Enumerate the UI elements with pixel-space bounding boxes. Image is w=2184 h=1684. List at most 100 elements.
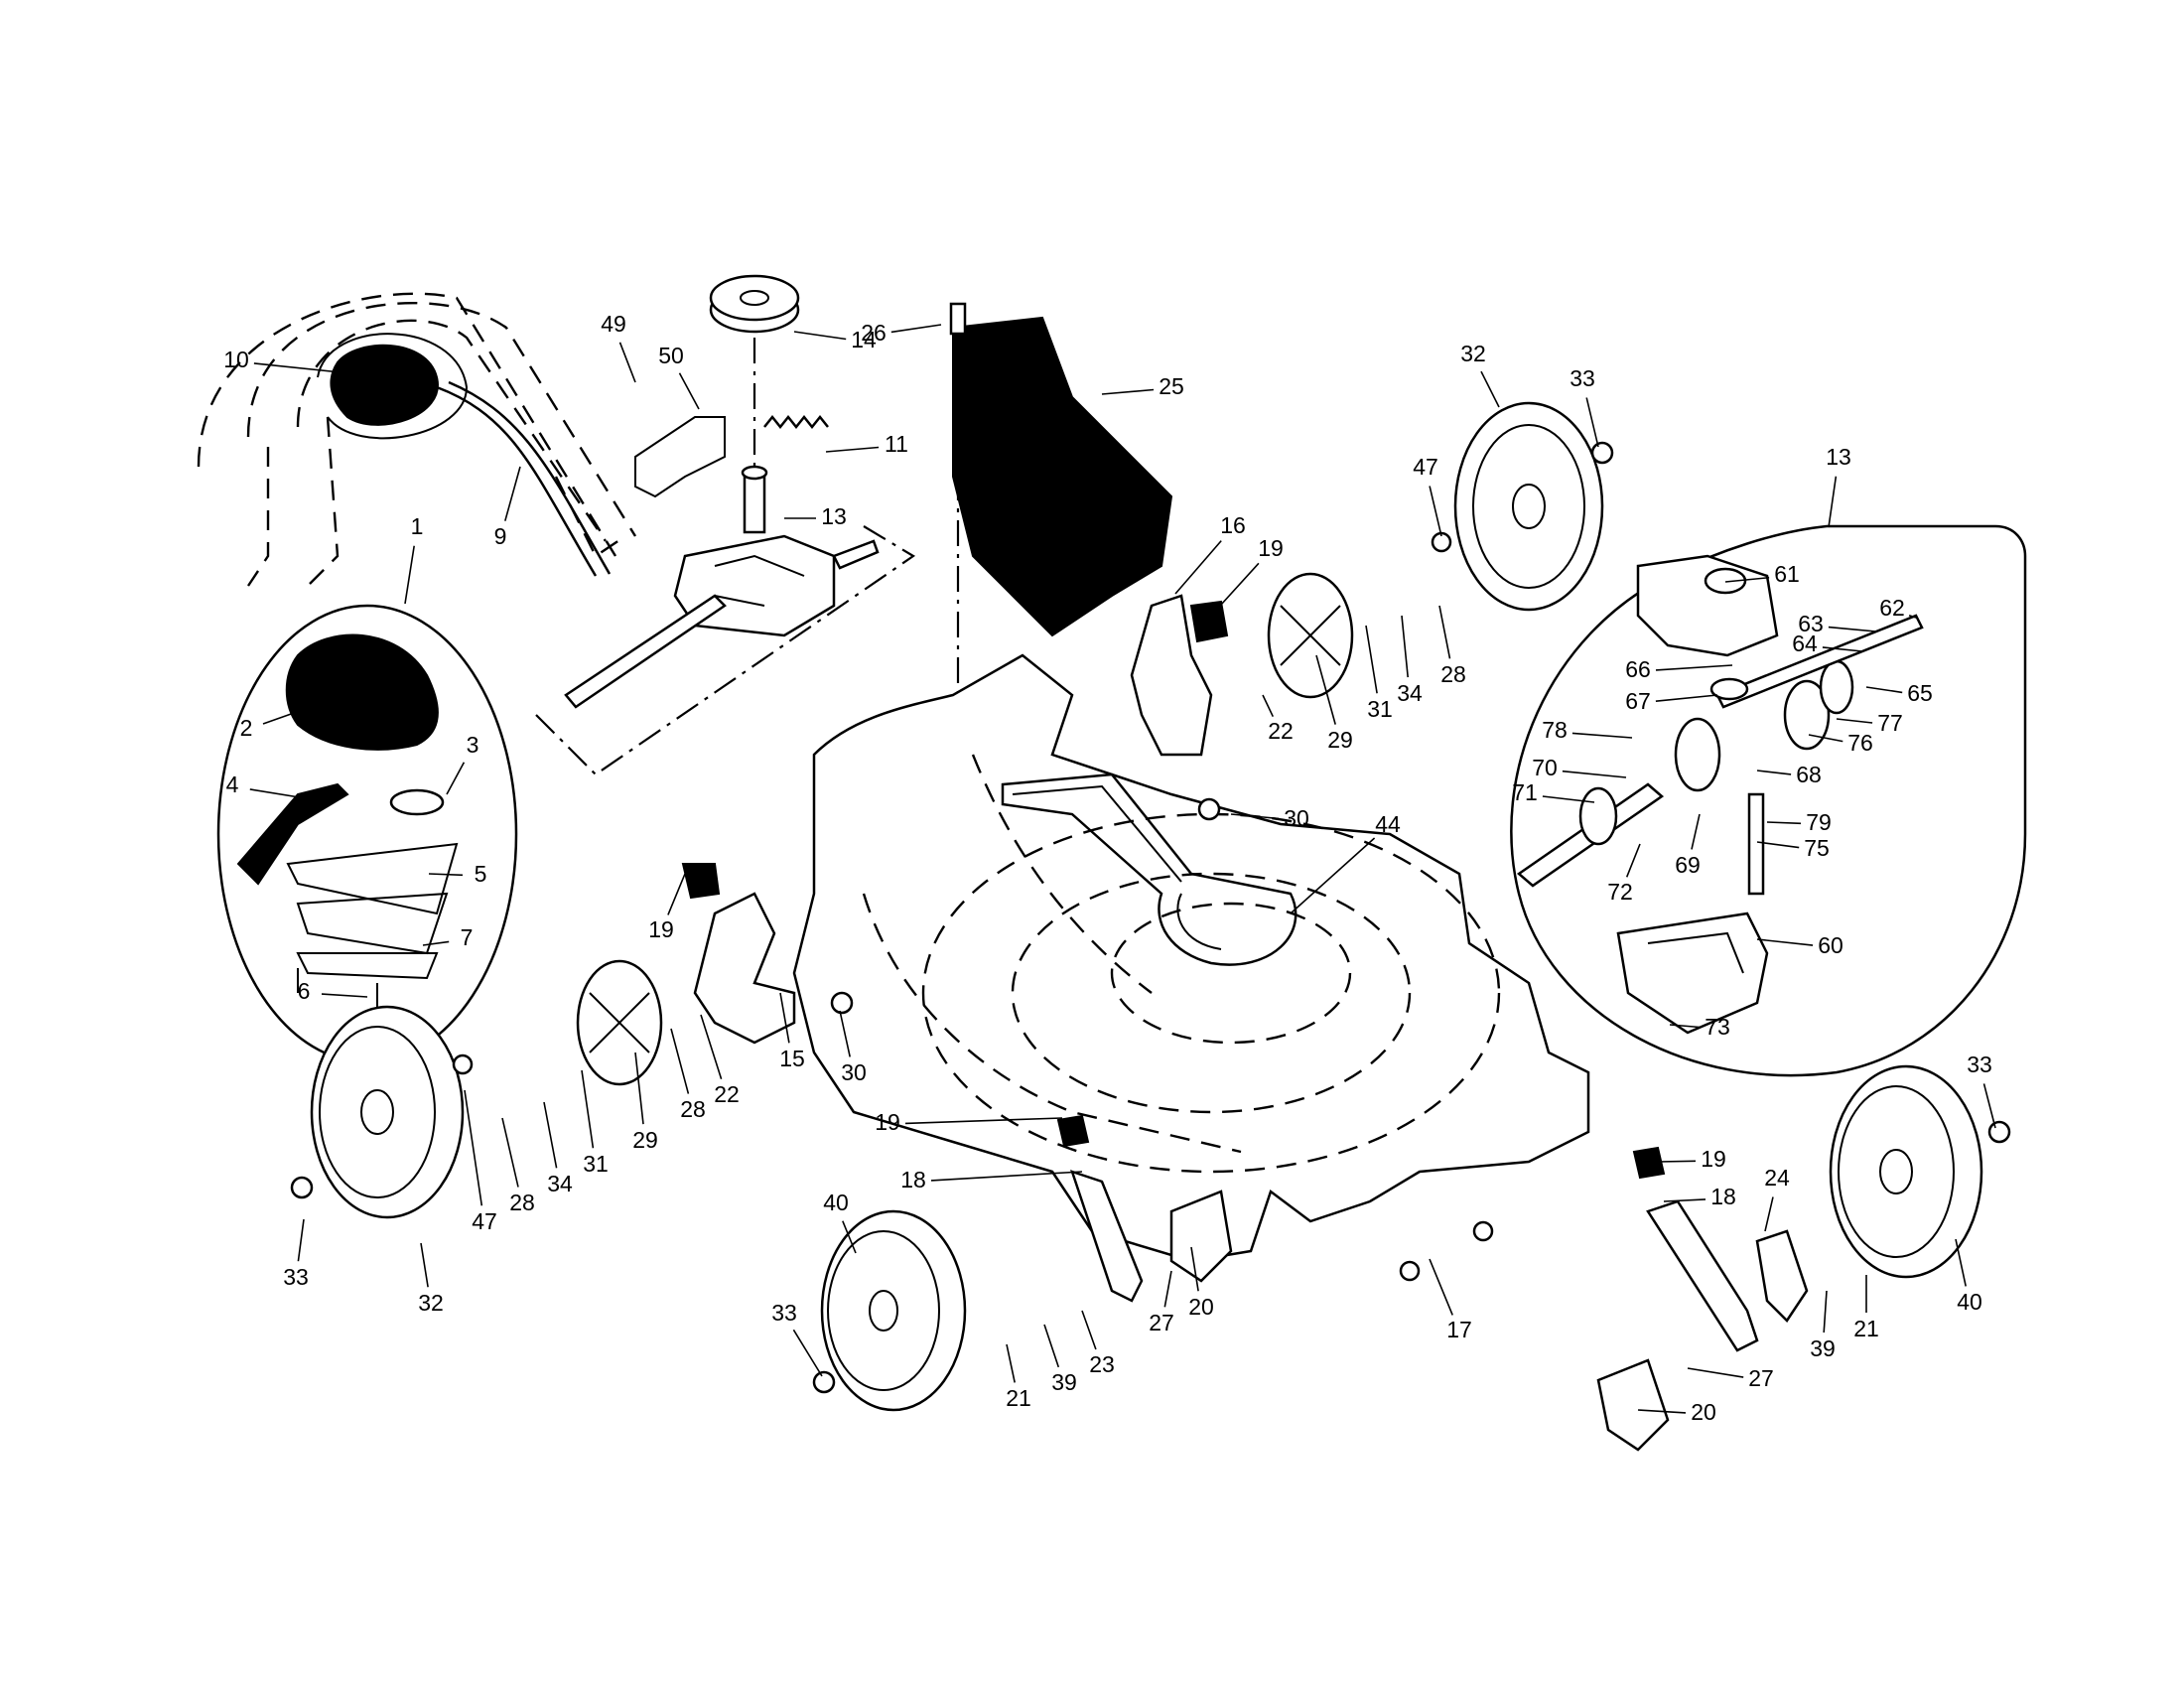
spring [763,414,829,430]
leader-line-c18a [930,1171,1083,1182]
rear-hub-cap-right [1267,572,1354,699]
callout-number-c63: 63 [1798,611,1824,636]
callout-number-c62: 62 [1879,595,1905,621]
leader-line-c14 [793,331,847,341]
leader-line-c20b [1637,1409,1687,1414]
callout-number-c77: 77 [1877,710,1903,736]
leader-line-c33c [297,1218,305,1262]
callout-number-c34b: 34 [547,1171,573,1196]
leader-line-c79 [1766,821,1802,825]
callout-number-c69: 69 [1675,852,1701,878]
callout-number-c22b: 22 [714,1081,740,1107]
callout-number-c31b: 31 [583,1151,609,1177]
leader-line-c31a [1365,625,1378,694]
callout-number-c19d: 19 [1701,1146,1726,1172]
callout-number-c33a: 33 [1570,365,1595,391]
leader-line-c6 [321,993,368,998]
callout-number-c32a: 32 [1460,341,1486,366]
leader-line-c25 [1101,388,1155,395]
leader-line-c73 [1669,1024,1701,1029]
callout-number-c29a: 29 [1327,727,1353,753]
leader-line-c65 [1865,686,1903,694]
leader-line-c22b [700,1014,723,1080]
leader-line-c17 [1429,1258,1453,1316]
callout-number-c29b: 29 [632,1127,658,1153]
callout-number-c21a: 21 [1853,1316,1879,1341]
leader-line-c10 [253,362,370,376]
callout-number-c1: 1 [411,513,424,539]
callout-number-c19a: 19 [1258,535,1284,561]
leader-line-c49 [618,342,636,383]
callout-number-c73: 73 [1705,1014,1730,1040]
leader-line-c29a [1315,654,1336,725]
callout-number-c25: 25 [1159,373,1184,399]
callout-number-c31a: 31 [1367,696,1393,722]
callout-number-c67: 67 [1625,688,1651,714]
callout-number-c21b: 21 [1006,1385,1031,1411]
leader-line-c68 [1756,770,1792,775]
callout-number-c33b: 33 [1967,1052,1992,1077]
callout-number-c40b: 40 [1957,1289,1982,1315]
leader-line-c39b [1823,1290,1828,1333]
callout-number-c3: 3 [467,732,479,758]
leader-line-c4 [249,788,319,801]
callout-number-c75: 75 [1804,835,1830,861]
leader-line-c27a [1163,1270,1172,1308]
handle-cable [436,380,612,577]
rear-chute [949,302,1173,637]
leader-line-c40b [1955,1238,1967,1287]
hardware-nuts [290,441,2011,1394]
callout-number-c18b: 18 [1710,1184,1736,1209]
leader-line-c72 [1625,843,1641,878]
leader-line-c7 [422,940,450,946]
callout-number-c20a: 20 [1188,1294,1214,1320]
leader-line-c70 [1562,770,1627,778]
leader-line-c19d [1657,1160,1697,1163]
leader-line-c32a [1480,370,1500,408]
bracket [634,416,726,498]
drive-control-bail [317,333,469,440]
leader-line-c75 [1756,841,1800,849]
leader-line-c76 [1808,734,1843,743]
callout-leader-lines [249,324,1996,1414]
callout-number-c70: 70 [1532,755,1558,780]
wheel-front-left [820,1209,967,1412]
leader-line-c26 [890,324,942,334]
transmission [535,465,916,776]
leader-line-c50 [678,372,700,410]
leader-line-c60 [1756,938,1814,946]
callout-number-c6: 6 [298,978,311,1004]
callout-number-c68: 68 [1796,762,1822,787]
wheel-front-right [1829,1064,1983,1279]
leader-line-c13b [1828,476,1838,528]
callout-number-c78: 78 [1542,717,1568,743]
callout-number-c27b: 27 [1748,1365,1774,1391]
callout-number-c76: 76 [1847,730,1873,756]
leader-line-c63 [1828,626,1877,632]
leader-line-c22a [1262,694,1275,718]
leader-line-c9 [504,466,521,521]
leader-line-c66 [1655,664,1733,671]
leader-line-c61 [1724,576,1770,583]
handle-outline [197,292,637,587]
callout-number-c33d: 33 [771,1300,797,1326]
callout-number-c16: 16 [1220,512,1246,538]
leader-line-c16 [1174,540,1222,595]
callout-labels: 1049501411139123457626253233134716196162… [223,311,1992,1425]
leader-line-c21b [1006,1343,1016,1383]
leader-line-c30a [1230,813,1280,820]
leader-line-c28c [501,1117,519,1188]
leader-line-c20a [1190,1246,1199,1292]
leader-line-c15 [779,992,790,1044]
callout-number-c50: 50 [658,343,684,368]
leader-line-c77 [1836,718,1873,724]
callout-number-c60: 60 [1818,932,1843,958]
leader-line-c11 [825,446,880,453]
callout-number-c28a: 28 [1440,661,1466,687]
leader-line-c47b [464,1089,483,1206]
callout-number-c72: 72 [1607,879,1633,905]
leader-line-c71 [1542,795,1595,803]
callout-number-c66: 66 [1625,656,1651,682]
leader-line-c78 [1571,732,1633,739]
